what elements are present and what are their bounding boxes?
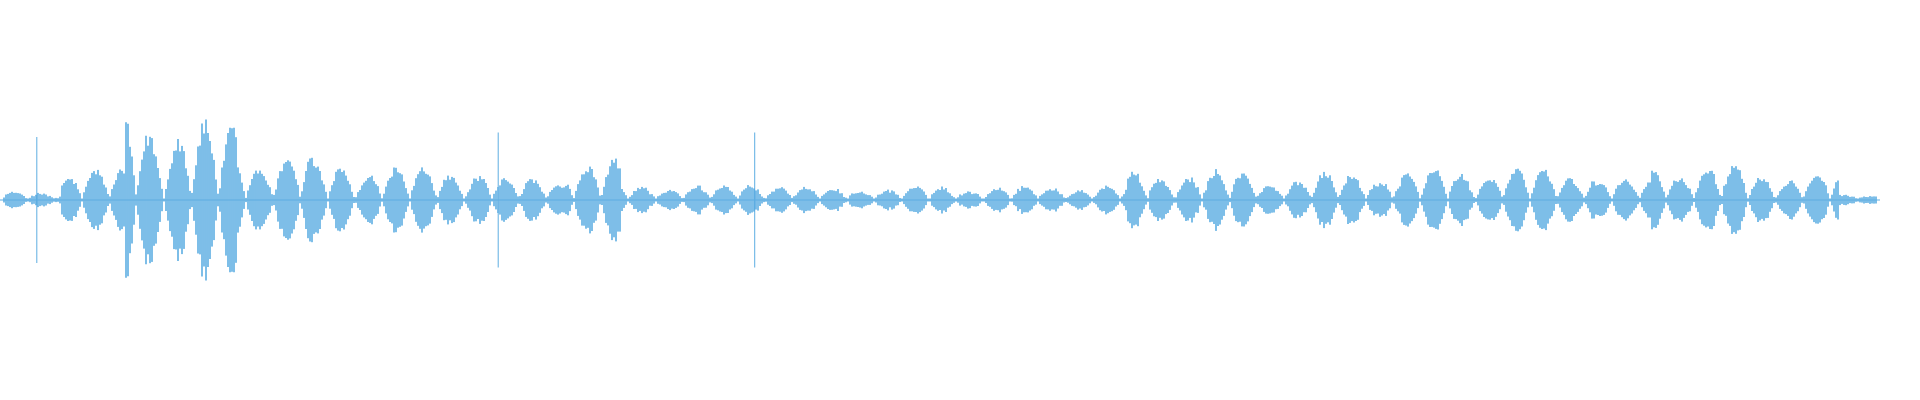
waveform-bars (3, 119, 1877, 281)
